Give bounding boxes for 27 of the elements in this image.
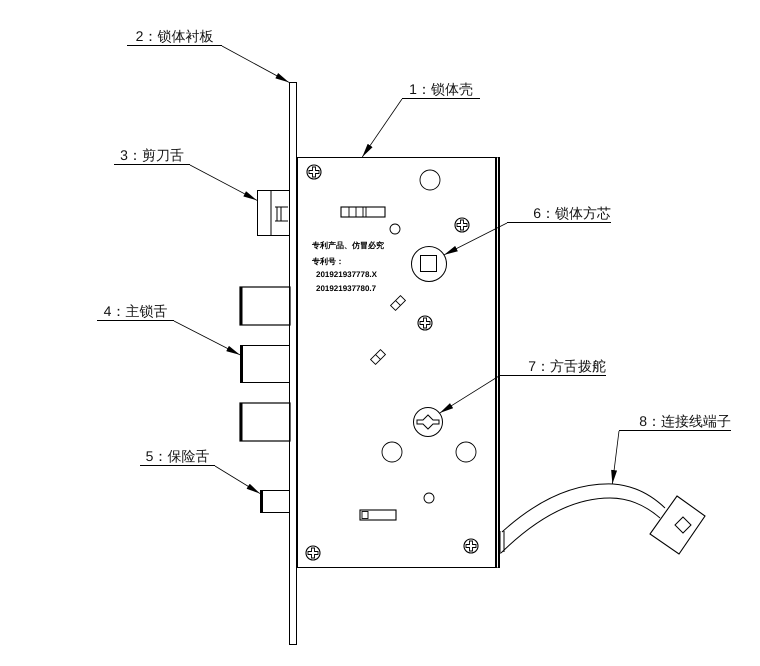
lock-case — [297, 157, 500, 568]
latch-bolt — [257, 190, 290, 236]
spindle-hub — [411, 246, 447, 282]
patent-note: 201921937780.7 — [316, 284, 376, 294]
callout-label: 4：主锁舌 — [97, 302, 174, 321]
leader-line — [174, 320, 240, 356]
leader-line — [214, 466, 260, 494]
leader-line — [444, 222, 508, 256]
patent-note: 专利产品、仿冒必究 — [312, 241, 384, 251]
callout-label: 6：锁体方芯 — [507, 204, 611, 223]
leader-line — [222, 46, 290, 83]
callout-label: 3：剪刀舌 — [114, 146, 190, 165]
main-bolt — [240, 345, 290, 383]
callout-label: 5：保险舌 — [140, 447, 215, 466]
callout-label: 7：方舌拨舵 — [499, 357, 606, 376]
patent-note: 专利号： — [312, 257, 344, 267]
leader-line — [362, 98, 402, 158]
leader-line — [611, 430, 620, 484]
leader-line — [439, 376, 500, 414]
lever-hub — [413, 407, 443, 437]
leader-line — [190, 164, 258, 201]
patent-note: 201921937778.X — [316, 270, 377, 280]
guard-bolt — [260, 490, 290, 513]
callout-label: 2：锁体衬板 — [127, 27, 222, 46]
faceplate — [289, 82, 297, 645]
callout-label: 1：锁体壳 — [402, 80, 480, 99]
callout-label: 8：连接线端子 — [619, 412, 731, 431]
